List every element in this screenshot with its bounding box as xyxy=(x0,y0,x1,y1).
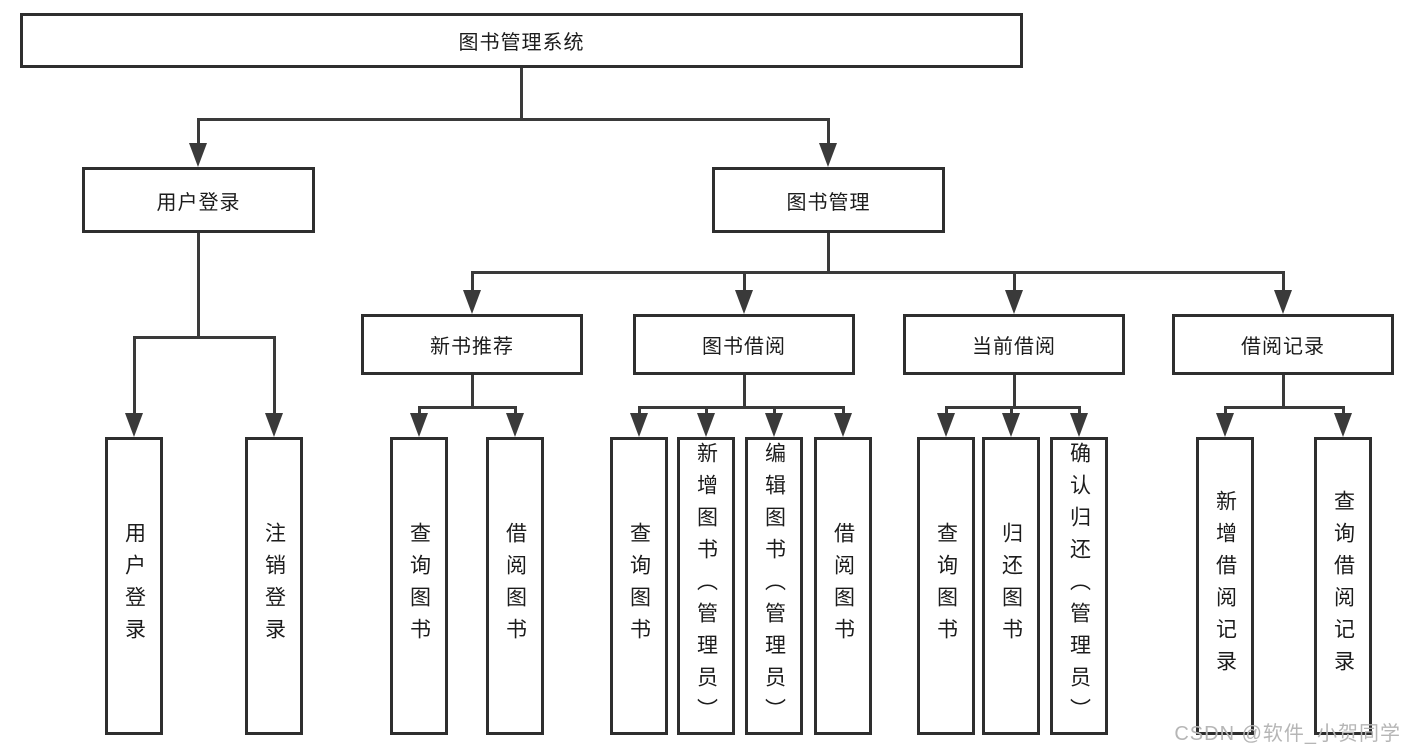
arrow-down-icon xyxy=(125,413,143,437)
connector-rail xyxy=(945,406,1081,409)
leaf-bb-borrow-books-label: 借阅图书 xyxy=(831,522,855,650)
arrow-down-icon xyxy=(265,413,283,437)
arrow-down-icon xyxy=(697,413,715,437)
node-book-borrow-label: 图书借阅 xyxy=(702,336,786,358)
connector-rail xyxy=(418,406,517,409)
connector-to-leaf xyxy=(273,336,276,416)
connector-to-leaf xyxy=(1342,406,1345,416)
connector-root-trunk xyxy=(520,68,523,121)
node-new-book-recommend-label: 新书推荐 xyxy=(430,336,514,358)
csdn-watermark: CSDN @软件_小贺同学 xyxy=(1174,723,1401,745)
leaf-user-login: 用户登录 xyxy=(105,437,163,735)
connector-to-book-borrow xyxy=(743,271,746,293)
leaf-logout-label: 注销登录 xyxy=(262,522,286,650)
connector-to-leaf xyxy=(773,406,776,416)
connector-to-leaf xyxy=(842,406,845,416)
connector-rail xyxy=(1224,406,1345,409)
leaf-br-add-record-label: 新增借阅记录 xyxy=(1213,490,1237,682)
connector-to-leaf xyxy=(1010,406,1013,416)
node-current-borrow: 当前借阅 xyxy=(903,314,1125,375)
node-book-mgmt: 图书管理 xyxy=(712,167,945,233)
arrow-down-icon xyxy=(506,413,524,437)
node-book-borrow: 图书借阅 xyxy=(633,314,855,375)
leaf-bb-edit-books-admin: 编辑图书（管理员） xyxy=(745,437,803,735)
arrow-down-icon xyxy=(463,290,481,314)
node-borrow-record-label: 借阅记录 xyxy=(1241,336,1325,358)
connector-to-book-mgmt xyxy=(827,118,830,146)
connector-rail xyxy=(638,406,845,409)
arrow-down-icon xyxy=(189,143,207,167)
arrow-down-icon xyxy=(819,143,837,167)
connector-level2-rail xyxy=(197,118,830,121)
node-library-system-label: 图书管理系统 xyxy=(458,32,585,54)
connector-to-user-login xyxy=(197,118,200,146)
leaf-bb-query-books-label: 查询图书 xyxy=(627,522,651,650)
leaf-br-query-record-label: 查询借阅记录 xyxy=(1331,490,1355,682)
arrow-down-icon xyxy=(1334,413,1352,437)
arrow-down-icon xyxy=(1070,413,1088,437)
leaf-cb-confirm-return-admin-label: 确认归还（管理员） xyxy=(1067,442,1091,730)
connector-to-leaf xyxy=(133,336,136,416)
connector-trunk xyxy=(471,375,474,409)
leaf-nb-query-books: 查询图书 xyxy=(390,437,448,735)
leaf-cb-query-books: 查询图书 xyxy=(917,437,975,735)
arrow-down-icon xyxy=(937,413,955,437)
arrow-down-icon xyxy=(834,413,852,437)
leaf-cb-query-books-label: 查询图书 xyxy=(934,522,958,650)
connector-to-borrow-record xyxy=(1282,271,1285,293)
leaf-cb-return-books: 归还图书 xyxy=(982,437,1040,735)
connector-to-leaf xyxy=(705,406,708,416)
node-library-system: 图书管理系统 xyxy=(20,13,1023,68)
connector-trunk xyxy=(743,375,746,409)
leaf-bb-borrow-books: 借阅图书 xyxy=(814,437,872,735)
leaf-bb-edit-books-admin-label: 编辑图书（管理员） xyxy=(762,442,786,730)
connector-to-leaf xyxy=(945,406,948,416)
leaf-nb-query-books-label: 查询图书 xyxy=(407,522,431,650)
connector-to-leaf xyxy=(418,406,421,416)
arrow-down-icon xyxy=(1216,413,1234,437)
connector-to-new-book xyxy=(471,271,474,293)
leaf-bb-add-books-admin-label: 新增图书（管理员） xyxy=(694,442,718,730)
connector-trunk xyxy=(1282,375,1285,409)
node-user-login-label: 用户登录 xyxy=(156,191,241,214)
node-borrow-record: 借阅记录 xyxy=(1172,314,1394,375)
node-new-book-recommend: 新书推荐 xyxy=(361,314,583,375)
leaf-br-query-record: 查询借阅记录 xyxy=(1314,437,1372,735)
leaf-nb-borrow-books-label: 借阅图书 xyxy=(503,522,527,650)
arrow-down-icon xyxy=(1274,290,1292,314)
arrow-down-icon xyxy=(630,413,648,437)
leaf-br-add-record: 新增借阅记录 xyxy=(1196,437,1254,735)
connector-user-login-rail xyxy=(133,336,276,339)
arrow-down-icon xyxy=(1005,290,1023,314)
connector-trunk xyxy=(1013,375,1016,409)
arrow-down-icon xyxy=(1002,413,1020,437)
arrow-down-icon xyxy=(410,413,428,437)
node-book-mgmt-label: 图书管理 xyxy=(786,191,871,214)
leaf-bb-query-books: 查询图书 xyxy=(610,437,668,735)
arrow-down-icon xyxy=(765,413,783,437)
connector-book-mgmt-trunk xyxy=(827,233,830,274)
leaf-bb-add-books-admin: 新增图书（管理员） xyxy=(677,437,735,735)
leaf-cb-confirm-return-admin: 确认归还（管理员） xyxy=(1050,437,1108,735)
node-user-login: 用户登录 xyxy=(82,167,315,233)
connector-to-leaf xyxy=(1078,406,1081,416)
leaf-user-login-label: 用户登录 xyxy=(122,522,146,650)
connector-to-leaf xyxy=(638,406,641,416)
leaf-nb-borrow-books: 借阅图书 xyxy=(486,437,544,735)
connector-to-leaf xyxy=(1224,406,1227,416)
connector-user-login-trunk xyxy=(197,233,200,339)
node-current-borrow-label: 当前借阅 xyxy=(972,336,1056,358)
arrow-down-icon xyxy=(735,290,753,314)
connector-to-current-borrow xyxy=(1013,271,1016,293)
leaf-logout: 注销登录 xyxy=(245,437,303,735)
leaf-cb-return-books-label: 归还图书 xyxy=(999,522,1023,650)
connector-level3-rail xyxy=(471,271,1285,274)
connector-to-leaf xyxy=(514,406,517,416)
